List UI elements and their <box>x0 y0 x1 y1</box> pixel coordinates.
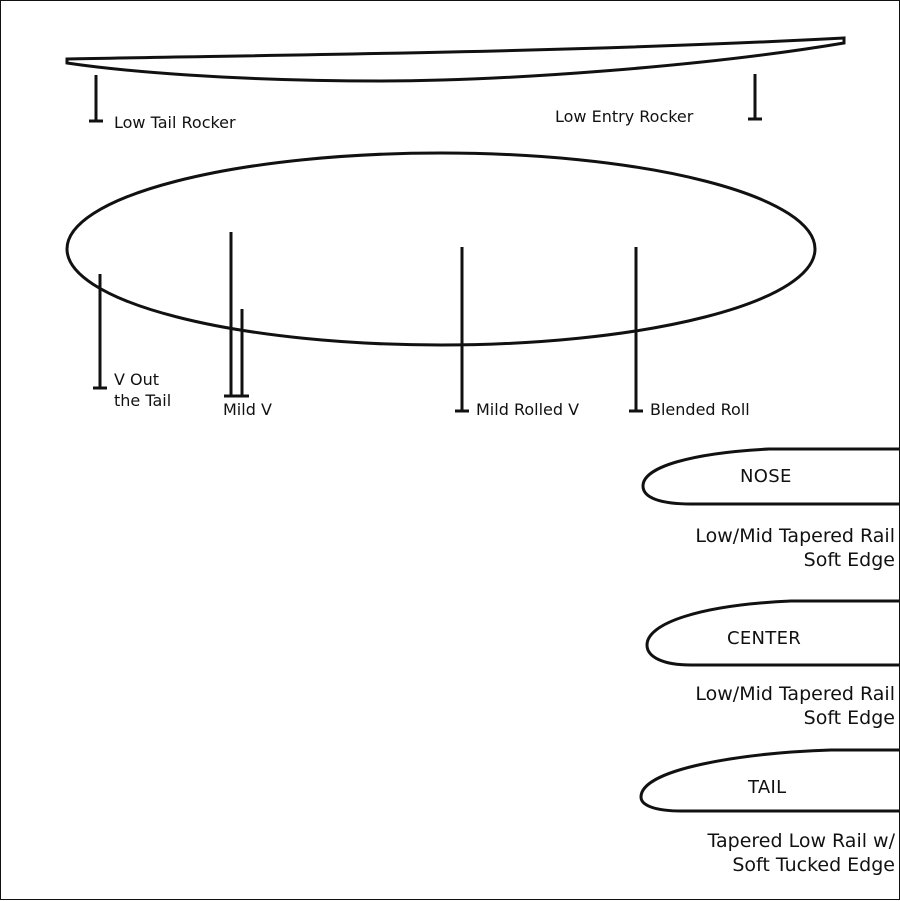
rail-nose-desc: Low/Mid Tapered Rail Soft Edge <box>695 524 895 572</box>
rail-center-desc-line1: Low/Mid Tapered Rail <box>695 683 895 705</box>
mild-v-label: Mild V <box>223 400 272 419</box>
rocker-profile <box>65 36 846 83</box>
rail-tail-desc-line1: Tapered Low Rail w/ <box>707 830 895 852</box>
v-out-label-line2: the Tail <box>114 391 172 410</box>
bottom-outline <box>65 151 817 347</box>
rail-center-shape <box>645 599 900 667</box>
rail-nose-desc-line1: Low/Mid Tapered Rail <box>695 525 895 547</box>
rail-nose-title: NOSE <box>740 466 792 487</box>
rail-tail-shape <box>639 748 900 813</box>
blended-roll-label: Blended Roll <box>650 400 750 419</box>
rail-nose-desc-line2: Soft Edge <box>803 549 895 571</box>
rail-nose-shape <box>641 447 900 506</box>
v-out-label-line1: V Out <box>114 370 160 389</box>
rail-center-desc: Low/Mid Tapered Rail Soft Edge <box>695 682 895 730</box>
rail-tail-title: TAIL <box>748 777 787 798</box>
tail-rocker-label: Low Tail Rocker <box>114 113 236 132</box>
rail-center-desc-line2: Soft Edge <box>803 707 895 729</box>
rail-tail-desc: Tapered Low Rail w/ Soft Tucked Edge <box>708 829 895 877</box>
mild-rolled-v-label: Mild Rolled V <box>476 400 580 419</box>
entry-rocker-label: Low Entry Rocker <box>555 107 694 126</box>
rail-center-title: CENTER <box>727 628 802 649</box>
rail-tail-desc-line2: Soft Tucked Edge <box>732 854 895 876</box>
